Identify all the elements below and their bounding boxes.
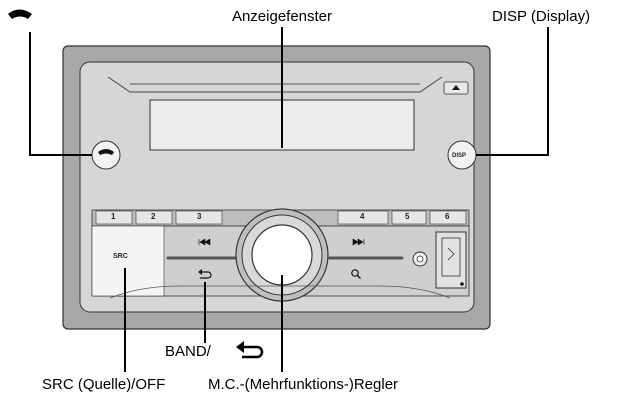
label-src: SRC (Quelle)/OFF: [42, 376, 166, 393]
next-track-icon: [352, 238, 365, 246]
phone-button-icon: [98, 149, 114, 155]
search-icon: [351, 269, 359, 277]
preset-label-6: 6: [445, 212, 450, 221]
src-button[interactable]: [91, 225, 165, 297]
eject-icon: [452, 85, 460, 90]
preset-button-5[interactable]: [391, 210, 427, 225]
preset-button-3[interactable]: [175, 210, 223, 225]
phone-icon: [8, 9, 32, 19]
leader-disp: [476, 27, 549, 156]
previous-track-icon: [198, 238, 211, 246]
phone-button[interactable]: [91, 140, 121, 170]
usb-port-cover[interactable]: [435, 231, 467, 289]
label-disp: DISP (Display): [492, 8, 591, 25]
usb-arrow-icon: [447, 247, 455, 261]
label-mc: M.C.-(Mehrfunktions-)Regler: [208, 376, 399, 393]
back-icon: [200, 271, 212, 279]
preset-label-3: 3: [197, 212, 202, 221]
preset-button-2[interactable]: [135, 210, 173, 225]
disc-slot: [107, 76, 443, 93]
disp-button-label: DISP: [452, 153, 467, 159]
label-band: BAND/: [165, 343, 211, 360]
preset-label-4: 4: [360, 212, 365, 221]
label-display-window: Anzeigefenster: [231, 8, 333, 25]
preset-label-2: 2: [151, 212, 156, 221]
src-button-label: SRC: [113, 253, 128, 260]
leader-phone: [29, 32, 92, 156]
preset-label-1: 1: [111, 212, 116, 221]
preset-button-1[interactable]: [95, 210, 133, 225]
preset-button-4[interactable]: [337, 210, 389, 225]
preset-label-5: 5: [405, 212, 410, 221]
preset-button-6[interactable]: [429, 210, 467, 225]
band-back-icon: [242, 345, 264, 359]
